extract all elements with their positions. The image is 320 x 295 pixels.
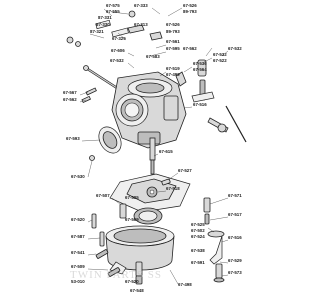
- callout-label: 67-573: [228, 270, 242, 275]
- callout-label: 67-562: [183, 46, 197, 51]
- callout-label: 67-517: [228, 212, 242, 217]
- accelerator-pump-diaphragm: [119, 203, 163, 225]
- callout-label: 67-587: [71, 234, 85, 239]
- callout-label: 67-520: [71, 217, 85, 222]
- carburetor-body: [111, 71, 187, 149]
- center-bowl-screw: [161, 178, 171, 186]
- callout-label: 67-499: [166, 72, 180, 77]
- callout-label: 67-606: [111, 48, 125, 53]
- leader-lines: [79, 7, 229, 285]
- callout-label: 67-525: [191, 222, 205, 227]
- callout-label: 67-502: [191, 228, 205, 233]
- callout-label: 67-524: [191, 234, 205, 239]
- callout-label: 67-571: [228, 193, 242, 198]
- callout-label: 67-532: [228, 46, 242, 51]
- callout-label: 67-527: [178, 168, 192, 173]
- callout-label: 67-530: [71, 174, 85, 179]
- callout-label: 67-333: [134, 3, 148, 8]
- emulsion-tube: [149, 137, 156, 175]
- callout-label: 67-505: [125, 195, 139, 200]
- carburetor-exploded-diagram: TWIN PARTS SS 67-575 67-333 67-526 67-55…: [63, 3, 247, 293]
- callout-label: 67-518: [166, 186, 180, 191]
- callout-label: 67-526: [183, 3, 197, 8]
- callout-label: 67-548: [130, 288, 144, 293]
- callout-label: 67-595: [166, 46, 180, 51]
- callout-label: 67-516: [228, 235, 242, 240]
- callout-label: 67-575: [106, 3, 120, 8]
- callout-label: 67-569: [125, 217, 139, 222]
- callout-label: 67-591: [191, 260, 205, 265]
- lower-right-parts: [203, 197, 225, 283]
- callout-label: 67-520: [125, 279, 139, 284]
- left-screws: [81, 87, 97, 161]
- callout-label: 67-615: [159, 149, 173, 154]
- callout-label: 67-583: [146, 54, 160, 59]
- callout-label: 67-313: [134, 22, 148, 27]
- callout-label: 67-555: [106, 9, 120, 14]
- callout-label: 67-330: [96, 22, 110, 27]
- callout-label: 67-532: [213, 52, 227, 57]
- callout-label: 67-516: [193, 102, 207, 107]
- callout-label: 67-562: [63, 97, 77, 102]
- callout-label: 67-507: [96, 193, 110, 198]
- callout-label: 67-567: [63, 90, 77, 95]
- callout-label: 87-321: [90, 29, 104, 34]
- callout-label: 67-593: [66, 136, 80, 141]
- lower-left-parts: [91, 213, 121, 277]
- callout-label: 67-522: [213, 58, 227, 63]
- callout-label: 67-541: [71, 250, 85, 255]
- callout-label: 67-538: [191, 248, 205, 253]
- callout-label: 89-793: [166, 29, 180, 34]
- part-number-labels: 67-575 67-333 67-526 67-555 89-793 87-33…: [63, 3, 242, 293]
- callout-label: 53-010: [71, 279, 85, 284]
- callout-label: 67-529: [228, 258, 242, 263]
- side-cover-plate: [98, 126, 122, 154]
- throttle-linkage-parts: [66, 10, 163, 47]
- callout-label: 89-793: [183, 9, 197, 14]
- callout-label: 87-331: [98, 15, 112, 20]
- callout-label: 67-564: [193, 67, 207, 72]
- callout-label: 67-526: [166, 22, 180, 27]
- callout-label: 67-519: [166, 66, 180, 71]
- callout-label: 67-536: [193, 61, 207, 66]
- pump-arm-parts: [191, 47, 247, 143]
- callout-label: 67-498: [178, 282, 192, 287]
- callout-label: 67-329: [112, 36, 126, 41]
- callout-label: 67-509: [71, 264, 85, 269]
- watermark-text: TWIN PARTS SS: [70, 269, 162, 281]
- callout-label: 67-561: [166, 39, 180, 44]
- callout-label: 67-532: [110, 58, 124, 63]
